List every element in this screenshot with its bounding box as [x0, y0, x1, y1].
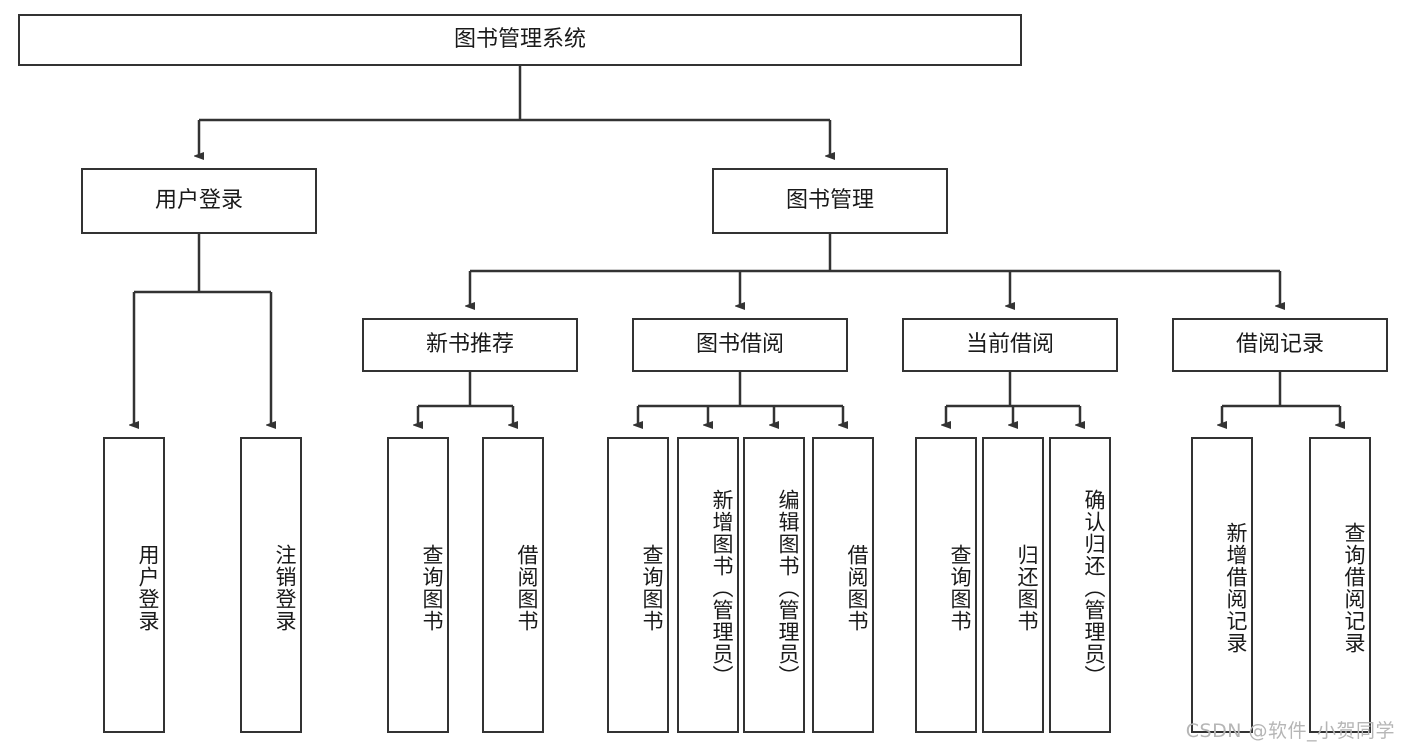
leaf-label: 新增借阅记录: [1224, 522, 1248, 654]
leaf-current-borrow-3[interactable]: 确认归还（管理员）: [1049, 437, 1111, 733]
node-borrow-record[interactable]: 借阅记录: [1172, 318, 1388, 372]
leaf-book-borrow-1[interactable]: 查询图书: [607, 437, 669, 733]
leaf-label: 注销登录: [273, 544, 297, 632]
leaf-label: 编辑图书（管理员）: [776, 489, 800, 687]
leaf-label: 借阅图书: [515, 544, 539, 632]
leaf-new-book-recommend-1[interactable]: 查询图书: [387, 437, 449, 733]
node-book-borrow-label: 图书借阅: [695, 331, 784, 357]
leaf-label: 用户登录: [136, 544, 160, 632]
leaf-borrow-record-1[interactable]: 新增借阅记录: [1191, 437, 1253, 733]
node-book-management[interactable]: 图书管理: [712, 168, 948, 234]
leaf-borrow-record-2[interactable]: 查询借阅记录: [1309, 437, 1371, 733]
node-user-login-label: 用户登录: [154, 187, 243, 213]
node-book-management-label: 图书管理: [785, 187, 874, 213]
leaf-book-borrow-2[interactable]: 新增图书（管理员）: [677, 437, 739, 733]
leaf-label: 借阅图书: [845, 544, 869, 632]
leaf-label: 确认归还（管理员）: [1082, 489, 1106, 687]
leaf-current-borrow-1[interactable]: 查询图书: [915, 437, 977, 733]
node-new-book-recommend[interactable]: 新书推荐: [362, 318, 578, 372]
leaf-label: 查询图书: [640, 544, 664, 632]
leaf-book-borrow-3[interactable]: 编辑图书（管理员）: [743, 437, 805, 733]
leaf-label: 查询图书: [948, 544, 972, 632]
leaf-book-borrow-4[interactable]: 借阅图书: [812, 437, 874, 733]
leaf-user-login-2[interactable]: 注销登录: [240, 437, 302, 733]
leaf-label: 查询图书: [420, 544, 444, 632]
node-new-book-recommend-label: 新书推荐: [425, 331, 514, 357]
node-current-borrow-label: 当前借阅: [965, 331, 1054, 357]
leaf-label: 归还图书: [1015, 544, 1039, 632]
node-user-login[interactable]: 用户登录: [81, 168, 317, 234]
leaf-user-login-1[interactable]: 用户登录: [103, 437, 165, 733]
node-root-book-management-system[interactable]: 图书管理系统: [18, 14, 1022, 66]
leaf-current-borrow-2[interactable]: 归还图书: [982, 437, 1044, 733]
leaf-label: 查询借阅记录: [1342, 522, 1366, 654]
node-current-borrow[interactable]: 当前借阅: [902, 318, 1118, 372]
leaf-label: 新增图书（管理员）: [710, 489, 734, 687]
node-root-label: 图书管理系统: [453, 26, 586, 52]
node-book-borrow[interactable]: 图书借阅: [632, 318, 848, 372]
node-borrow-record-label: 借阅记录: [1235, 331, 1324, 357]
leaf-new-book-recommend-2[interactable]: 借阅图书: [482, 437, 544, 733]
